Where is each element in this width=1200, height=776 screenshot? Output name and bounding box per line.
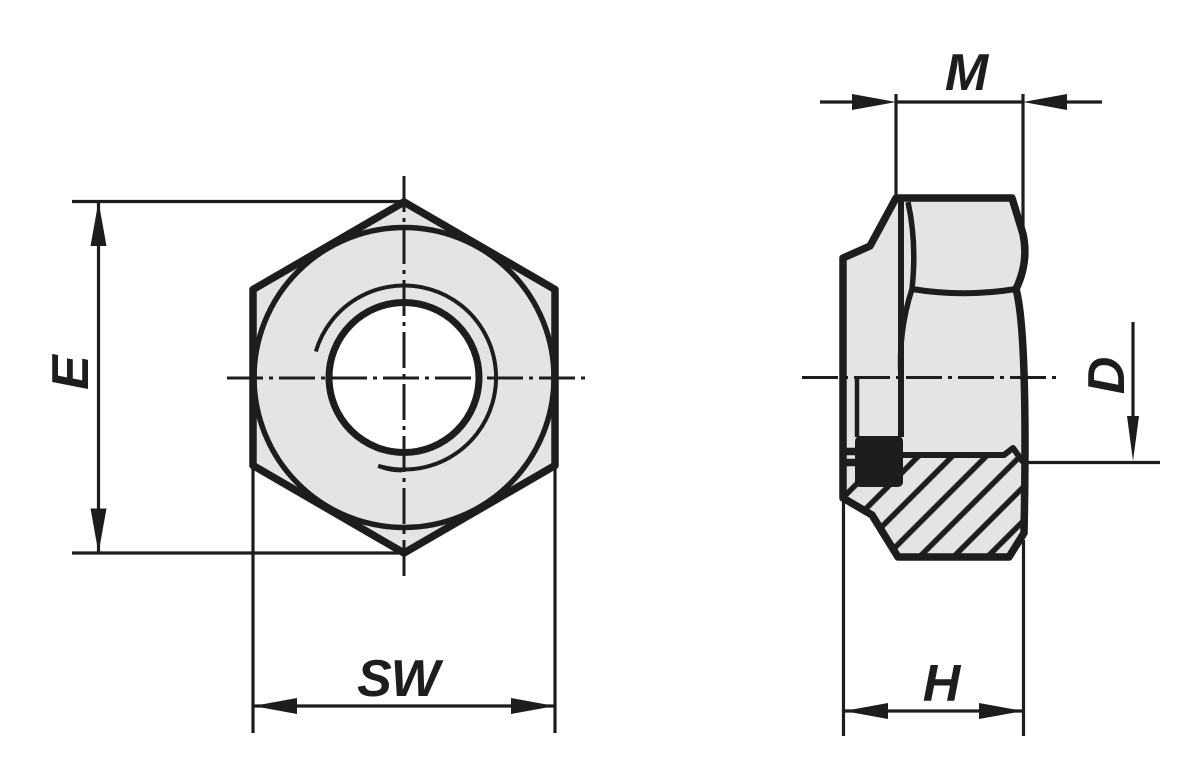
front-view — [227, 176, 585, 582]
m-arrow-left — [852, 94, 896, 110]
h-label: H — [923, 655, 962, 713]
nylon-insert-section — [855, 436, 903, 487]
dimension-sw: SW — [251, 468, 557, 733]
sw-arrow-left — [253, 698, 297, 714]
e-arrow-down — [90, 508, 107, 553]
e-arrow-up — [90, 201, 107, 246]
crown-face-line — [911, 286, 1017, 297]
chamfer-facet-arc-lower — [897, 288, 915, 379]
m-label: M — [945, 44, 990, 102]
d-arrow-down — [1127, 416, 1139, 461]
sw-arrow-right — [511, 698, 555, 714]
d-label: D — [1078, 357, 1136, 394]
dimension-d: D — [1023, 322, 1160, 465]
side-view — [802, 194, 1060, 561]
chamfer-facet-arc-upper — [905, 201, 917, 290]
dimension-e: E — [42, 199, 404, 555]
thread-arc — [313, 283, 499, 472]
m-arrow-right — [1023, 94, 1067, 110]
dimension-h: H — [841, 500, 1026, 736]
h-arrow-right — [979, 703, 1023, 719]
e-label: E — [42, 354, 100, 390]
h-arrow-left — [844, 703, 888, 719]
bore-section-line — [901, 445, 1026, 464]
sw-label: SW — [357, 650, 444, 708]
thread-runout — [377, 463, 403, 473]
dimension-m: M — [820, 44, 1102, 232]
